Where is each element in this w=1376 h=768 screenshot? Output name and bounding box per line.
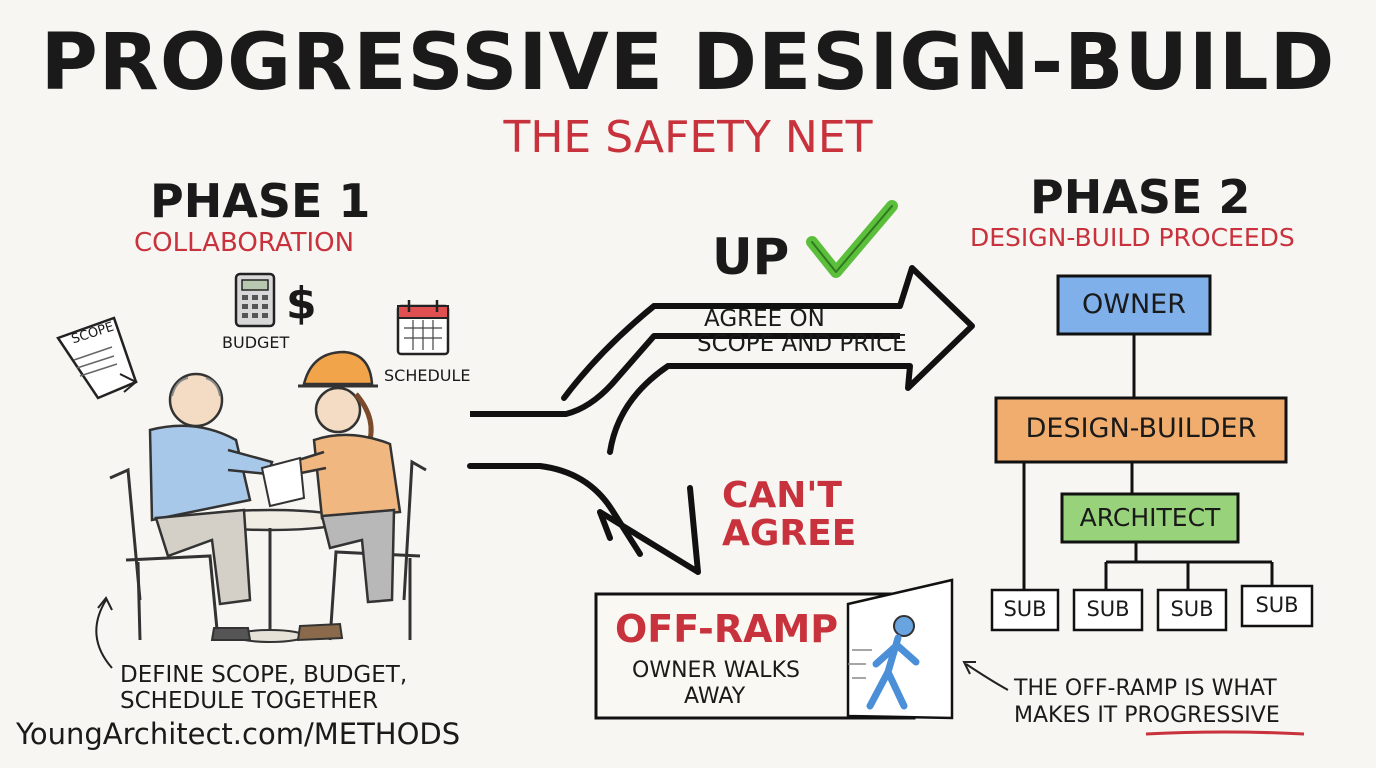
phase1-caption-line2: SCHEDULE TOGETHER bbox=[120, 688, 379, 714]
offramp-title: OFF-RAMP bbox=[615, 607, 839, 651]
design-builder-label: DESIGN-BUILDER bbox=[1025, 413, 1257, 444]
phase1-caption-line1: DEFINE SCOPE, BUDGET, bbox=[120, 662, 408, 688]
collaboration-meeting-illustration bbox=[109, 350, 427, 643]
architect-box bbox=[1060, 492, 1240, 544]
agree-label-line2: SCOPE AND PRICE bbox=[697, 331, 907, 357]
cant-agree-label-line2: AGREE bbox=[722, 513, 857, 554]
offramp-line2: AWAY bbox=[684, 684, 746, 709]
cant-agree-arrow bbox=[467, 463, 701, 575]
sub-box-4 bbox=[1240, 584, 1314, 628]
org-chart-connectors bbox=[1022, 334, 1274, 590]
walking-person-icon bbox=[848, 615, 920, 710]
phase1-subheading: COLLABORATION bbox=[134, 228, 355, 258]
footer-url[interactable]: YoungArchitect.com/METHODS bbox=[16, 717, 461, 751]
phase2-heading: PHASE 2 bbox=[1030, 170, 1251, 224]
calculator-icon bbox=[234, 272, 276, 328]
sub-box-3 bbox=[1156, 588, 1228, 632]
agree-label-line1: AGREE ON bbox=[704, 306, 825, 332]
sub-box-2 bbox=[1072, 588, 1144, 632]
sub-label-1: SUB bbox=[1003, 597, 1047, 621]
architect-label: ARCHITECT bbox=[1079, 503, 1221, 532]
sub-label-4: SUB bbox=[1255, 593, 1299, 617]
cant-agree-label-line1: CAN'T bbox=[722, 475, 842, 516]
schedule-label: SCHEDULE bbox=[384, 366, 471, 385]
offramp-line1: OWNER WALKS bbox=[632, 658, 800, 683]
subtitle: THE SAFETY NET bbox=[503, 112, 873, 163]
offramp-note-emphasis: PROGRESSIVE bbox=[1124, 703, 1280, 728]
main-title: PROGRESSIVE DESIGN-BUILD bbox=[40, 18, 1336, 108]
offramp-note-prefix: MAKES IT bbox=[1014, 703, 1125, 728]
owner-label: OWNER bbox=[1082, 289, 1186, 320]
offramp-note-line1: THE OFF-RAMP IS WHAT bbox=[1014, 676, 1277, 701]
budget-label: BUDGET bbox=[222, 333, 290, 352]
phase1-heading: PHASE 1 bbox=[150, 174, 371, 228]
agree-arrow bbox=[470, 265, 975, 455]
design-builder-box bbox=[994, 396, 1288, 464]
calendar-icon bbox=[396, 300, 450, 356]
owner-box bbox=[1056, 274, 1212, 336]
phase2-subheading: DESIGN-BUILD PROCEEDS bbox=[970, 223, 1295, 252]
dollar-icon: $ bbox=[286, 278, 317, 329]
sub-label-2: SUB bbox=[1086, 597, 1130, 621]
sub-label-3: SUB bbox=[1170, 597, 1214, 621]
up-label: UP bbox=[712, 228, 790, 286]
offramp-note-line2: MAKES IT PROGRESSIVE bbox=[1014, 705, 1280, 727]
scope-document-icon bbox=[56, 316, 138, 400]
sub-box-1 bbox=[990, 588, 1060, 632]
check-icon bbox=[806, 200, 898, 278]
